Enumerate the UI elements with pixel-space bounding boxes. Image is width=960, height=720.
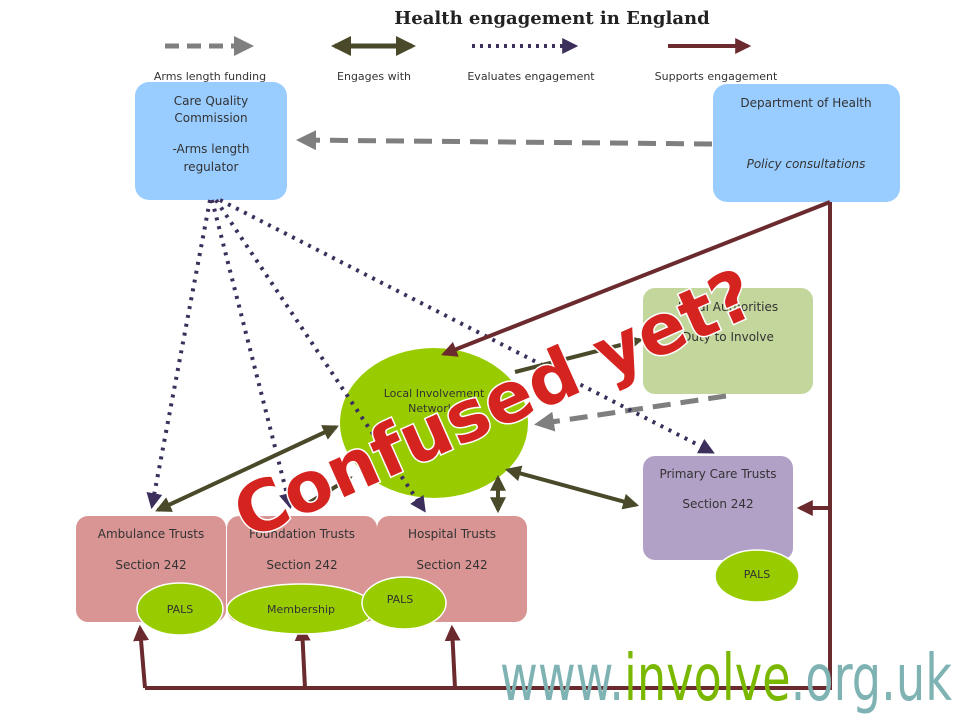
membership-foundation: Membership: [226, 583, 376, 635]
arrow-la-to-link: [534, 393, 727, 432]
doh-support-trunk: [145, 202, 832, 690]
link-oval: [340, 348, 528, 498]
ambulance-line1: Ambulance Trusts: [98, 527, 205, 541]
pals-hospital-oval: [361, 576, 447, 630]
arrow-doh-to-cqc: [296, 130, 713, 151]
cqc-line1: Care Quality: [174, 94, 248, 108]
cqc-line2: Commission: [174, 111, 247, 125]
node-pct: Primary Care Trusts Section 242: [643, 456, 793, 560]
arrow-cqc-to-pct: [219, 198, 715, 454]
doh-box: [713, 84, 900, 202]
node-la: Local Authorities Duty to Involve: [643, 288, 813, 394]
url-part2: involve: [624, 642, 791, 716]
url-part1: www.: [500, 642, 624, 716]
pct-box: [643, 456, 793, 560]
engagement-arrows: [155, 335, 644, 514]
diagram-title: Health engagement in England: [394, 8, 710, 29]
legend: Arms length funding Engages with Evaluat…: [154, 36, 778, 83]
arrow-link-la: [514, 335, 644, 374]
pals-pct-label: PALS: [744, 568, 771, 581]
arrow-link-ambulance: [155, 425, 339, 512]
hospital-line1: Hospital Trusts: [408, 527, 496, 541]
arrow-to-foundation: [294, 624, 311, 689]
arrow-doh-to-link: [441, 200, 831, 357]
pals-ambulance-label: PALS: [167, 603, 194, 616]
doh-line2: Policy consultations: [747, 157, 866, 171]
foundation-line1: Foundation Trusts: [249, 527, 355, 541]
legend-label-arms-length: Arms length funding: [154, 70, 266, 83]
la-line2: Duty to Involve: [682, 330, 774, 344]
pals-hospital-label: PALS: [387, 593, 414, 606]
pals-pct-oval: [714, 549, 800, 603]
node-cqc: Care Quality Commission -Arms length reg…: [135, 82, 287, 200]
pals-ambulance: PALS: [136, 582, 224, 636]
pct-line1: Primary Care Trusts: [659, 467, 776, 481]
arrow-to-hospital: [444, 624, 461, 689]
support-arrows: [133, 200, 832, 690]
url-part3: .org.uk: [791, 642, 952, 716]
cqc-box: [135, 82, 287, 200]
pals-ambulance-oval: [136, 582, 224, 636]
legend-label-engages: Engages with: [337, 70, 411, 83]
involve-url: www.involve.org.uk: [500, 642, 952, 716]
cqc-line3: -Arms length: [172, 142, 249, 156]
arrow-link-foundation: [295, 476, 353, 512]
la-line1: Local Authorities: [678, 300, 778, 314]
legend-label-evaluates: Evaluates engagement: [467, 70, 595, 83]
link-line2: Networks: [408, 402, 460, 415]
pals-pct: PALS: [714, 549, 800, 603]
legend-label-supports: Supports engagement: [655, 70, 778, 83]
node-link: Local Involvement Networks: [340, 348, 528, 498]
arrow-link-pct: [504, 465, 640, 510]
pals-hospital: PALS: [361, 576, 447, 630]
arrow-cqc-to-ambulance: [146, 199, 212, 510]
cqc-line4: regulator: [184, 160, 239, 174]
pct-line2: Section 242: [682, 497, 753, 511]
doh-line1: Department of Health: [740, 96, 871, 110]
ambulance-line2: Section 242: [115, 558, 186, 572]
hospital-line2: Section 242: [416, 558, 487, 572]
la-box: [643, 288, 813, 394]
link-line1: Local Involvement: [384, 387, 485, 400]
foundation-line2: Section 242: [266, 558, 337, 572]
arrow-to-ambulance: [133, 624, 150, 689]
membership-label: Membership: [267, 603, 335, 616]
node-doh: Department of Health Policy consultation…: [713, 84, 900, 202]
